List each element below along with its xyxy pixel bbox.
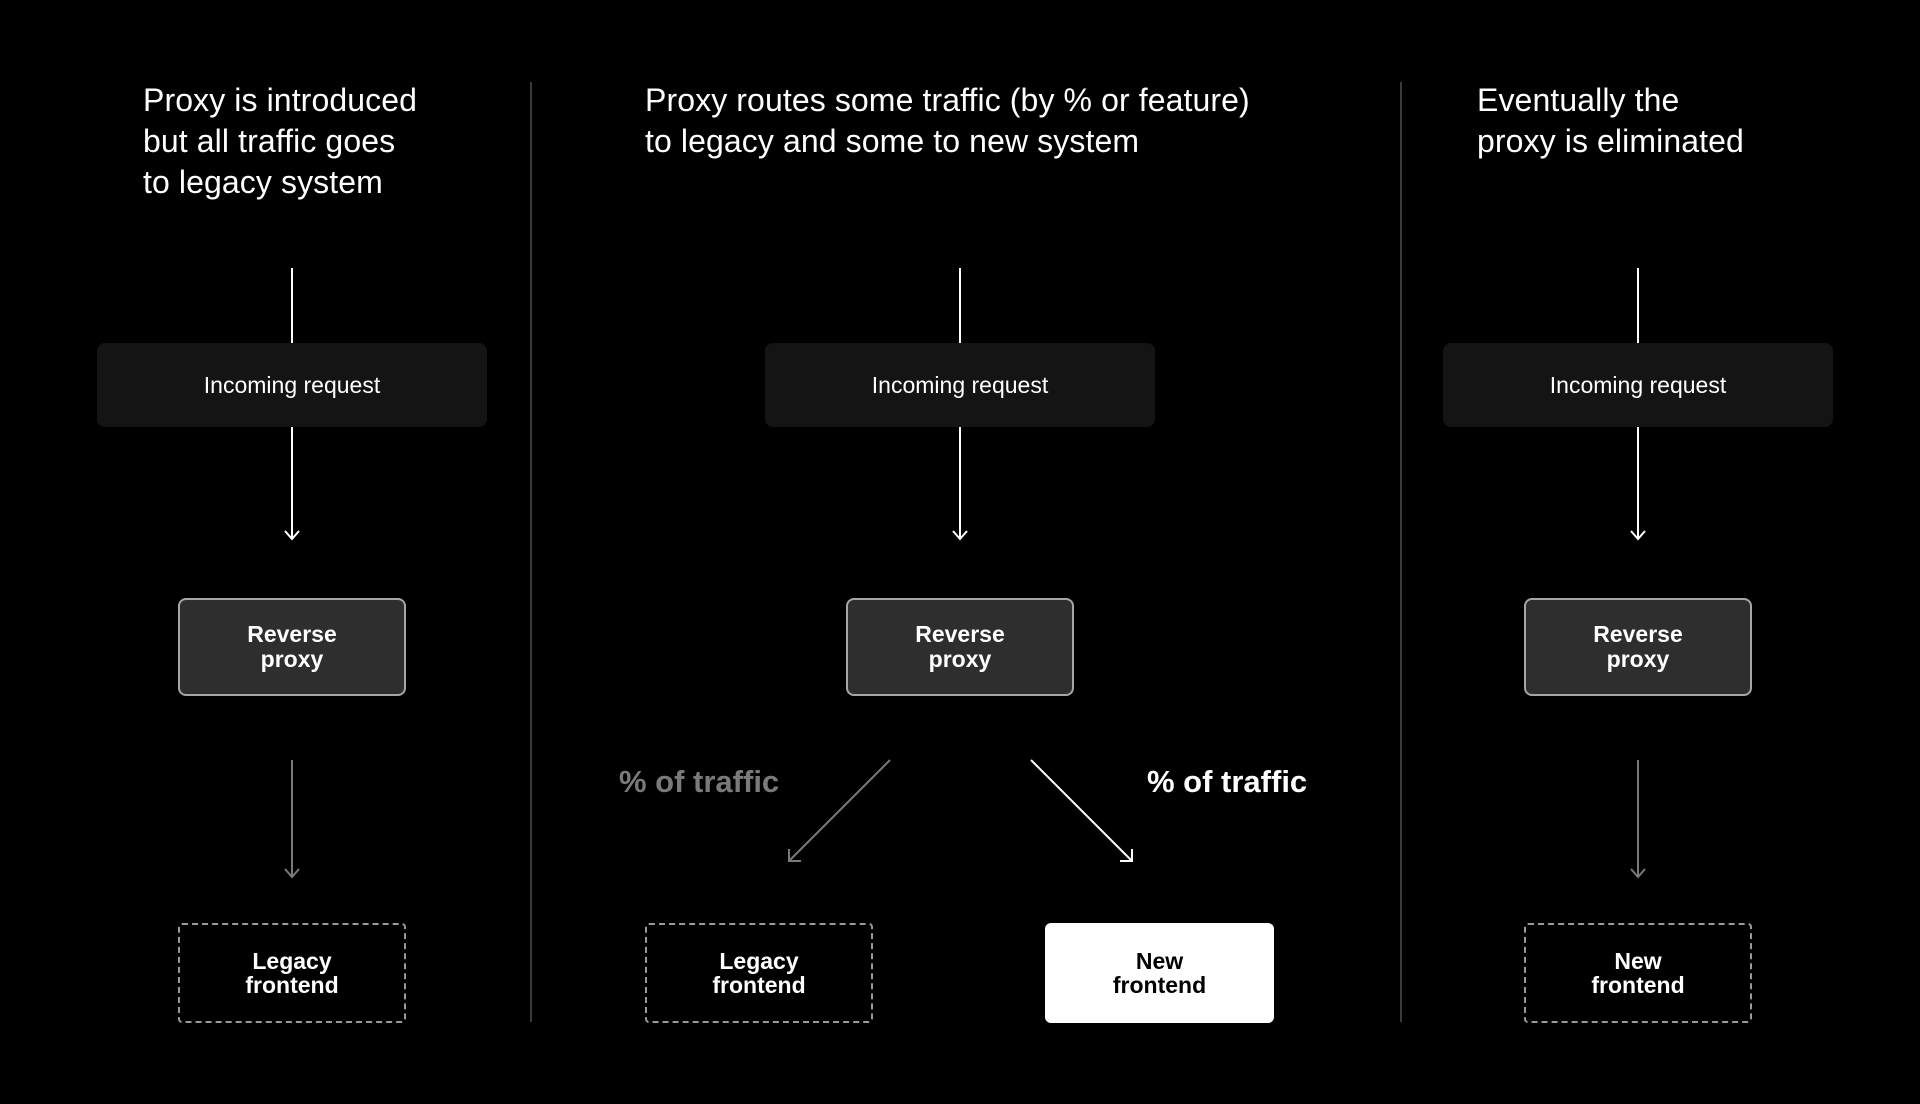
column-1-legacy-frontend-box: Legacy frontend [178,923,406,1023]
column-2-reverse-proxy-box: Reverse proxy [846,598,1074,696]
incoming-request-label: Incoming request [203,371,381,398]
divider-left [530,82,532,1022]
incoming-request-label: Incoming request [1549,371,1727,398]
column-3-heading: Eventually the proxy is eliminated [1477,82,1744,159]
column-2-proxy-to-legacy-arrow [788,759,891,862]
legacy-frontend-label: Legacy frontend [712,948,806,998]
new-frontend-label: New frontend [1112,948,1207,998]
legacy-frontend-label: Legacy frontend [245,948,339,998]
column-1-proxy-to-legacy-arrow [284,760,300,879]
column-1-heading: Proxy is introduced but all traffic goes… [143,82,418,200]
column-1-request-to-proxy-arrow [284,427,300,541]
column-3-reverse-proxy-box: Reverse proxy [1524,598,1752,696]
new-frontend-label: New frontend [1591,948,1685,998]
traffic-label-legacy: % of traffic [619,764,780,799]
column-3-proxy-to-new-arrow [1630,760,1646,879]
column-2-proxy-to-new-arrow [1030,759,1133,862]
traffic-label-new: % of traffic [1147,764,1308,799]
reverse-proxy-label: Reverse proxy [1593,621,1683,672]
column-2-request-to-proxy-arrow [952,427,968,541]
divider-right [1400,82,1402,1022]
column-3-new-frontend-box: New frontend [1524,923,1752,1023]
column-2-legacy-frontend-box: Legacy frontend [645,923,873,1023]
column-2-new-frontend-box: New frontend [1045,923,1274,1023]
column-3-request-to-proxy-arrow [1630,427,1646,541]
column-1-incoming-request-box: Incoming request [97,343,487,427]
column-2-heading: Proxy routes some traffic (by % or featu… [645,82,1250,159]
column-2-incoming-request-box: Incoming request [765,343,1155,427]
column-3-incoming-request-box: Incoming request [1443,343,1833,427]
incoming-request-label: Incoming request [871,371,1049,398]
reverse-proxy-label: Reverse proxy [915,621,1005,672]
column-1-reverse-proxy-box: Reverse proxy [178,598,406,696]
reverse-proxy-label: Reverse proxy [247,621,337,672]
